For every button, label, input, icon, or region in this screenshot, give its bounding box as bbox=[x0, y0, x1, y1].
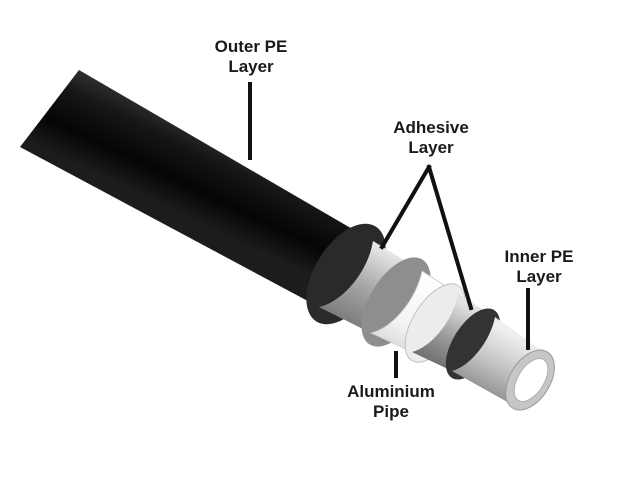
adhesive-leader-line-left bbox=[379, 164, 432, 250]
outer-pe-label-line1: Outer PE bbox=[214, 37, 288, 56]
inner-pe-label-line1: Inner PE bbox=[504, 247, 574, 266]
adhesive-leader-line-right bbox=[426, 164, 474, 311]
leader-lines bbox=[248, 82, 530, 378]
inner-pe-layer-label: Inner PE Layer bbox=[484, 247, 594, 287]
adhesive-label-line2: Layer bbox=[408, 138, 454, 157]
outer-pe-label-line2: Layer bbox=[228, 57, 274, 76]
adhesive-inner-end-face bbox=[445, 308, 501, 380]
inner-pe-label-line2: Layer bbox=[516, 267, 562, 286]
outer-pe-body bbox=[20, 70, 373, 307]
adhesive-layer-outer bbox=[319, 241, 431, 347]
adhesive-layer-label: Adhesive Layer bbox=[376, 118, 486, 158]
adhesive-outer-end-face bbox=[361, 257, 431, 347]
adhesive-layer-inner bbox=[412, 294, 501, 380]
aluminium-label-line2: Pipe bbox=[373, 402, 409, 421]
inner-pe-layer bbox=[452, 317, 555, 411]
inner-pe-bore bbox=[513, 358, 549, 402]
outer-pe-layer-label: Outer PE Layer bbox=[196, 37, 306, 77]
adhesive-label-line1: Adhesive bbox=[393, 118, 469, 137]
aluminium-label-line1: Aluminium bbox=[347, 382, 435, 401]
aluminium-pipe-label: Aluminium Pipe bbox=[326, 382, 456, 422]
